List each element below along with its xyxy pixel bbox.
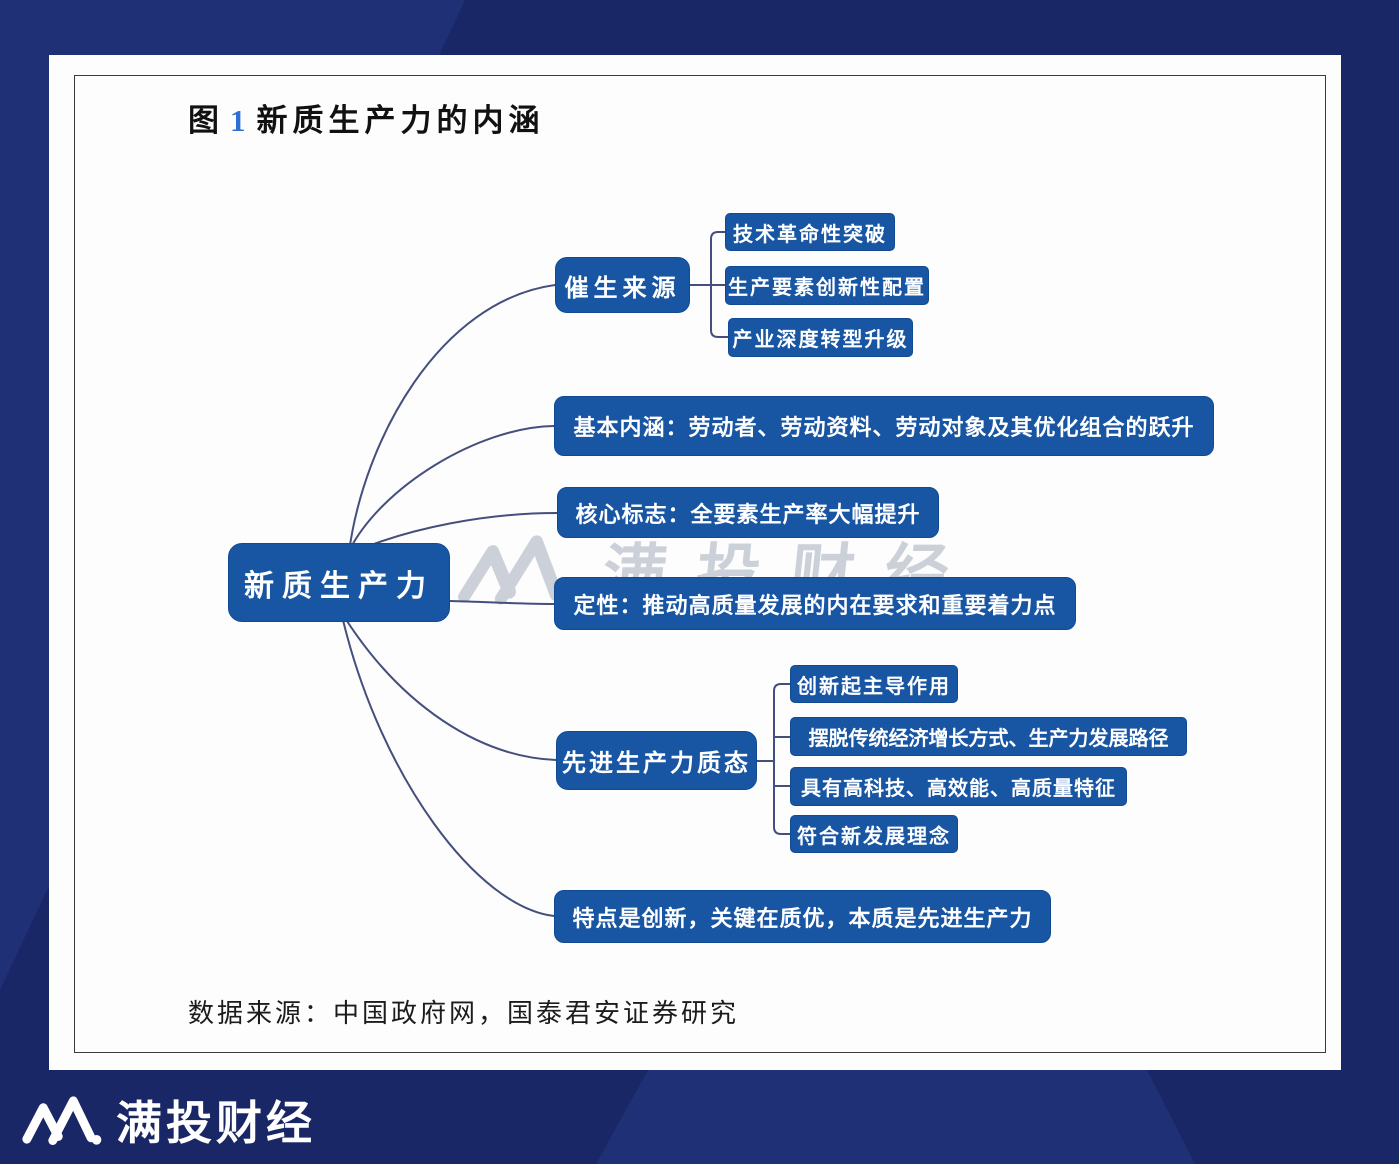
node-new-development-concept: 符合新发展理念	[790, 815, 958, 853]
node-industry-transformation: 产业深度转型升级	[728, 318, 913, 357]
figure-number: 1	[230, 103, 251, 138]
brand-name: 满投财经	[116, 1097, 316, 1149]
node-factor-innovative-config: 生产要素创新性配置	[725, 266, 929, 305]
node-beyond-traditional-growth: 摆脱传统经济增长方式、生产力发展路径	[790, 717, 1187, 756]
background-beam-bottom	[596, 1070, 1195, 1164]
node-tech-breakthrough: 技术革命性突破	[725, 213, 895, 251]
node-origin-sources: 催生来源	[555, 257, 690, 313]
node-root-new-quality-productivity: 新质生产力	[228, 543, 450, 622]
node-advanced-productivity-form: 先进生产力质态	[556, 731, 757, 790]
node-innovation-leading-role: 创新起主导作用	[790, 665, 958, 703]
node-definition: 定性：推动高质量发展的内在要求和重要着力点	[554, 577, 1076, 630]
data-source-note: 数据来源：中国政府网，国泰君安证券研究	[188, 999, 740, 1028]
node-characteristics: 特点是创新，关键在质优，本质是先进生产力	[554, 890, 1051, 943]
figure-inner-border	[74, 75, 1326, 1053]
figure-title-prefix: 图	[188, 103, 224, 138]
footer-brand: 满投财经	[20, 1086, 316, 1154]
node-basic-connotation: 基本内涵：劳动者、劳动资料、劳动对象及其优化组合的跃升	[554, 396, 1214, 456]
mindmap-connectors	[342, 231, 791, 917]
figure-title-text: 新质生产力的内涵	[256, 103, 545, 138]
node-hightech-features: 具有高科技、高效能、高质量特征	[790, 767, 1127, 806]
node-core-indicator: 核心标志：全要素生产率大幅提升	[557, 487, 939, 538]
brand-logo-icon	[22, 1096, 102, 1145]
